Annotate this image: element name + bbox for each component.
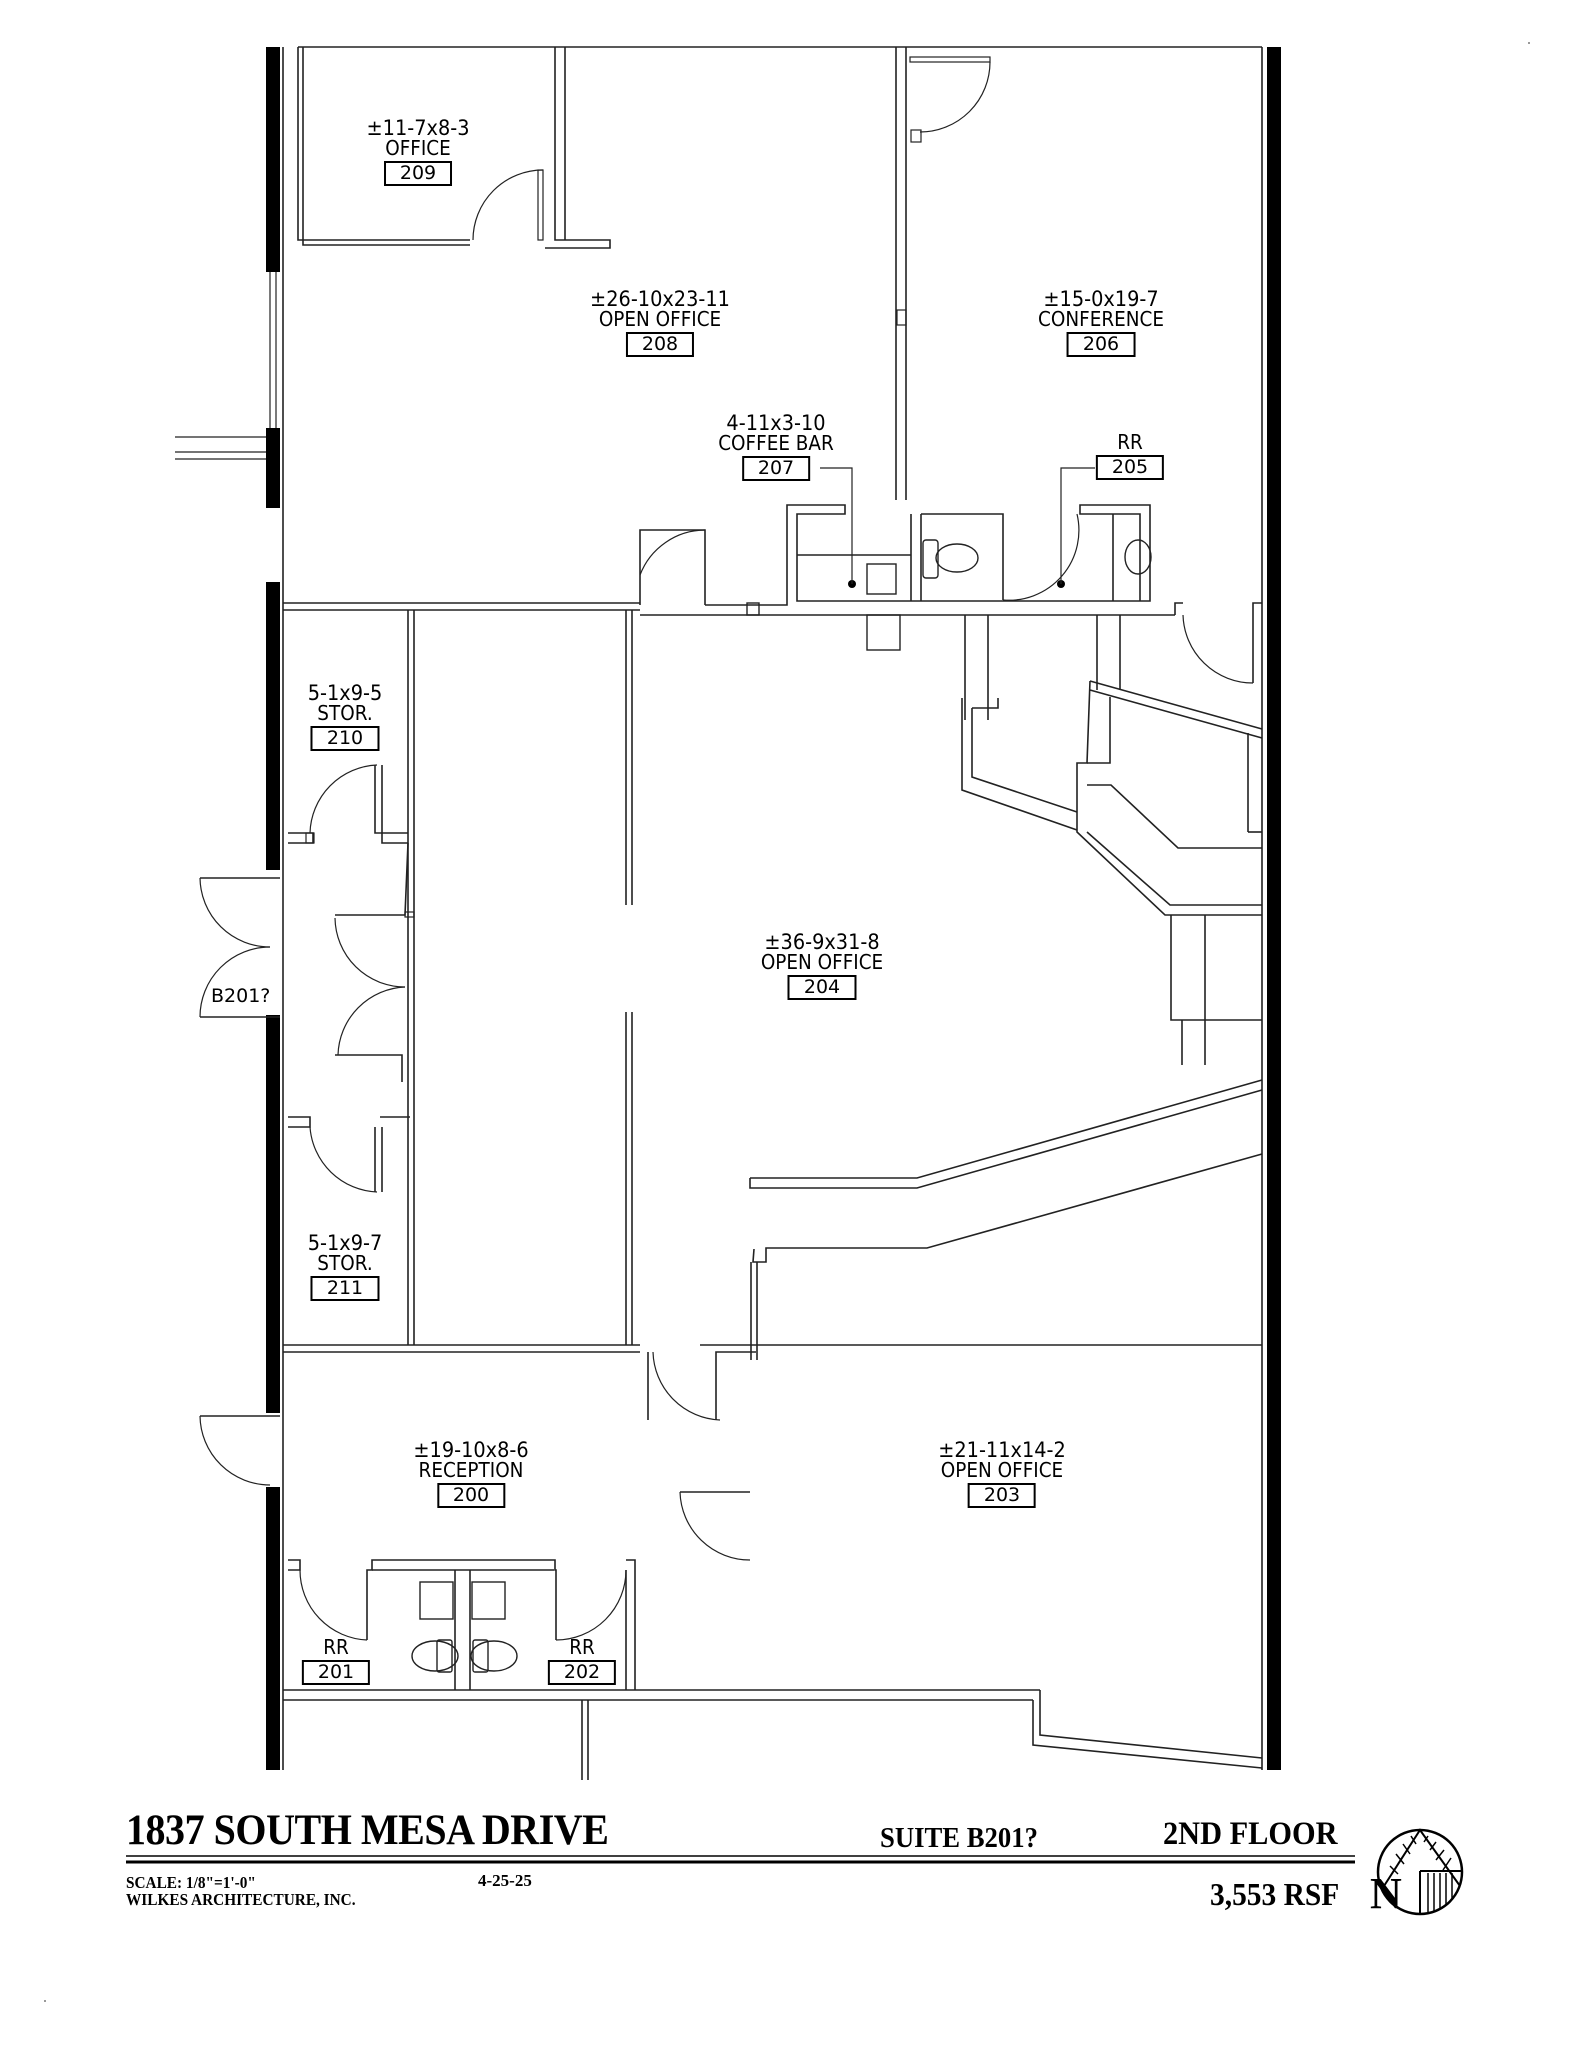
title-block-graphics — [126, 1855, 1355, 1864]
room-label-208: ±26-10x23-11 OPEN OFFICE 208 — [590, 287, 730, 357]
entry-door-label: B201? — [211, 985, 271, 1007]
room-number-tag: 203 — [967, 1483, 1037, 1508]
suite-number: SUITE B201? — [880, 1822, 1038, 1854]
drawing-scale: SCALE: 1/8"=1'-0" — [126, 1873, 256, 1892]
north-label: N — [1370, 1869, 1402, 1918]
sink-icon — [419, 1581, 454, 1620]
exterior-walls — [175, 46, 1281, 1770]
toilet-icon — [436, 1639, 453, 1673]
room-label-200: ±19-10x8-6 RECEPTION 200 — [413, 1438, 529, 1508]
architect-firm: WILKES ARCHITECTURE, INC. — [126, 1890, 356, 1909]
storage-and-entry — [199, 764, 1262, 1353]
reception-and-restrooms — [199, 1351, 1263, 1780]
angled-walls-right — [749, 680, 1263, 1360]
room-label-210: 5-1x9-5 STOR. 210 — [307, 681, 383, 751]
room-number-tag: 207 — [741, 456, 811, 481]
room-label-207: 4-11x3-10 COFFEE BAR 207 — [718, 411, 834, 481]
room-number-tag: 206 — [1066, 332, 1136, 357]
room-number-tag: 211 — [310, 1276, 380, 1301]
room-label-202: RR 202 — [547, 1637, 617, 1685]
floor-level: 2ND FLOOR — [1163, 1816, 1338, 1852]
room-number-tag: 208 — [625, 332, 695, 357]
room-number-tag: 205 — [1095, 455, 1165, 480]
north-arrow-icon — [1376, 1828, 1464, 1916]
project-address: 1837 SOUTH MESA DRIVE — [126, 1807, 609, 1854]
toilet-bowl-icon — [411, 1640, 459, 1672]
room-number-tag: 209 — [383, 161, 453, 186]
room-label-201: RR 201 — [301, 1637, 371, 1685]
rentable-area: 3,553 RSF — [1210, 1876, 1340, 1912]
room-label-206: ±15-0x19-7 CONFERENCE 206 — [1038, 287, 1164, 357]
room-label-205: RR 205 — [1095, 432, 1165, 480]
room-number-tag: 201 — [301, 1660, 371, 1685]
room-number-tag: 200 — [436, 1483, 506, 1508]
toilet-bowl-icon — [470, 1640, 518, 1672]
appliance-icon — [866, 563, 897, 595]
toilet-bowl-icon — [935, 543, 979, 573]
partition-walls-upper — [895, 47, 991, 500]
room-number-tag: 202 — [547, 1660, 617, 1685]
center-partitions — [283, 602, 640, 1345]
scan-speck — [44, 2000, 46, 2002]
sink-icon — [1124, 539, 1152, 575]
room-label-209: ±11-7x8-3 OFFICE 209 — [366, 116, 470, 186]
drawing-date: 4-25-25 — [478, 1871, 532, 1890]
room-number-tag: 204 — [787, 975, 857, 1000]
scan-speck — [1528, 42, 1530, 44]
room-label-204: ±36-9x31-8 OPEN OFFICE 204 — [760, 930, 884, 1000]
coffee-bar-and-rr-205 — [639, 467, 1262, 720]
room-label-211: 5-1x9-7 STOR. 211 — [307, 1231, 383, 1301]
sink-icon — [471, 1581, 506, 1620]
room-label-203: ±21-11x14-2 OPEN OFFICE 203 — [938, 1438, 1066, 1508]
toilet-icon — [922, 539, 939, 579]
toilet-icon — [472, 1639, 489, 1673]
office-209-walls — [297, 47, 611, 249]
room-number-tag: 210 — [310, 726, 380, 751]
